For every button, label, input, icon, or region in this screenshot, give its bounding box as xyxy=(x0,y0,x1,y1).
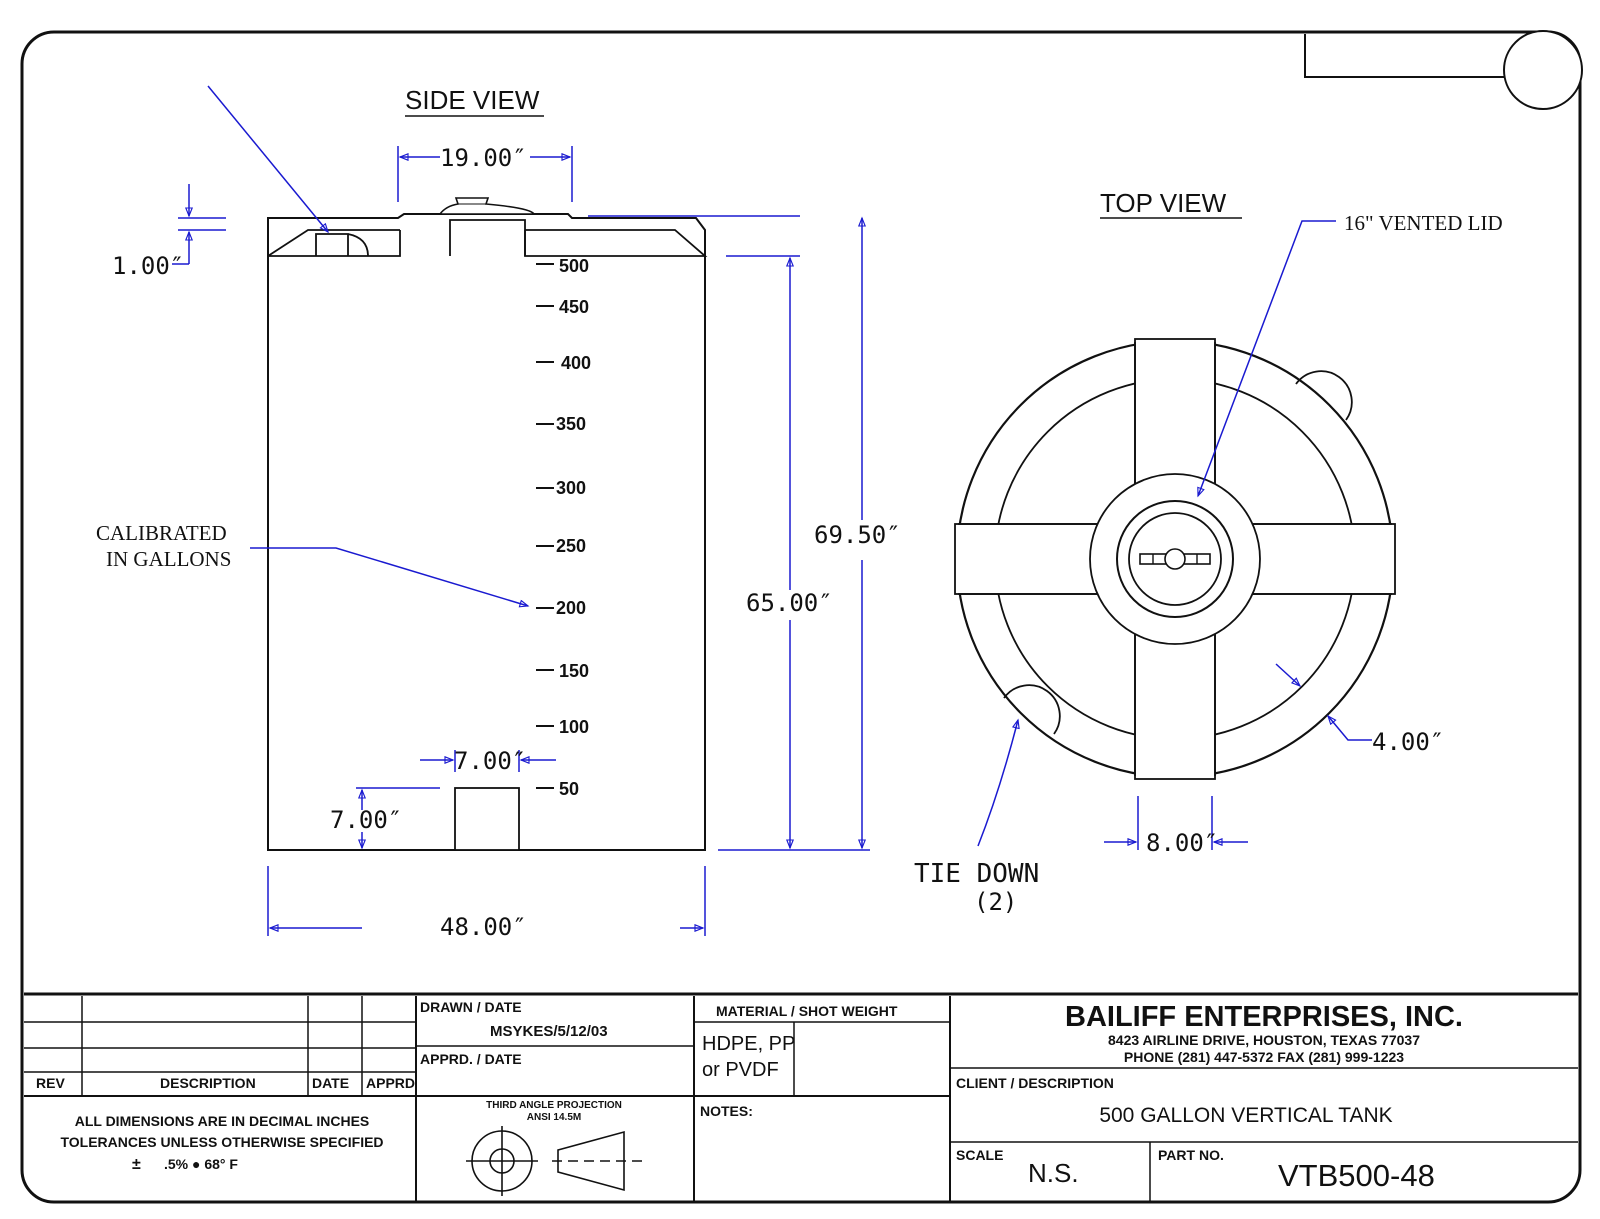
gallon-scale: 500 450 400 350 300 250 200 150 100 50 xyxy=(536,256,591,799)
dim-gauge-height: 65.00″ xyxy=(726,255,833,848)
calibration-leader xyxy=(250,547,528,606)
title-block-text: REV DESCRIPTION DATE APPRD DRAWN / DATE … xyxy=(36,999,1463,1193)
description-header: DESCRIPTION xyxy=(160,1075,256,1091)
drawing-frame xyxy=(20,30,1582,1204)
dim-gauge-height-label: 65.00″ xyxy=(746,589,833,617)
lid-leader xyxy=(207,85,328,232)
gallon-mark-150: 150 xyxy=(559,661,589,681)
dim-outlet-width-label: 7.00″ xyxy=(454,747,526,775)
dim-top-width: 19.00″ xyxy=(397,144,573,202)
scale-label: SCALE xyxy=(956,1147,1003,1163)
gallon-mark-450: 450 xyxy=(559,297,589,317)
dim-rim: 4.00″ xyxy=(1275,663,1444,756)
dim-lid-height: 1.00″ xyxy=(112,184,226,280)
projection-symbol-icon xyxy=(466,1126,642,1196)
company-phone: PHONE (281) 447-5372 FAX (281) 999-1223 xyxy=(1124,1049,1404,1065)
tie-down-leader xyxy=(977,720,1018,847)
top-view: TOP VIEW 16" VENTED LID 4.00″ xyxy=(914,188,1503,916)
vented-lid-label: 16" VENTED LID xyxy=(1344,211,1503,235)
dim-diameter: 48.00″ xyxy=(267,866,706,941)
dim-overall-height-label: 69.50″ xyxy=(814,521,901,549)
corner-circle xyxy=(1503,30,1583,110)
lid-vent-center xyxy=(1164,548,1186,570)
client-label: CLIENT / DESCRIPTION xyxy=(956,1075,1114,1091)
client-description: 500 GALLON VERTICAL TANK xyxy=(1099,1104,1392,1127)
outlet-fitting xyxy=(454,787,520,851)
gallon-mark-350: 350 xyxy=(556,414,586,434)
tie-down-pocket-upper-right xyxy=(1295,370,1353,421)
gallon-mark-100: 100 xyxy=(559,717,589,737)
tie-down-pocket-lower-left xyxy=(1003,684,1061,735)
gallon-mark-200: 200 xyxy=(556,598,586,618)
corner-tab xyxy=(1304,34,1510,78)
vented-lid-profile xyxy=(438,197,536,215)
apprd-date-label: APPRD. / DATE xyxy=(420,1051,522,1067)
gallon-mark-50: 50 xyxy=(559,779,579,799)
material-line2: or PVDF xyxy=(702,1059,779,1081)
calibration-note-line2: IN GALLONS xyxy=(106,547,231,571)
dim-outlet-height: 7.00″ xyxy=(330,787,440,848)
dim-outlet-height-label: 7.00″ xyxy=(330,806,402,834)
lid-neck xyxy=(449,219,526,256)
tie-down-label-line1: TIE DOWN xyxy=(914,859,1039,889)
top-view-title: TOP VIEW xyxy=(1100,188,1227,218)
part-no-value: VTB500-48 xyxy=(1278,1158,1435,1193)
title-block xyxy=(24,992,1578,1202)
vented-lid-leader xyxy=(1198,220,1336,496)
tie-down-pocket xyxy=(315,233,369,257)
dim-rim-label: 4.00″ xyxy=(1372,728,1444,756)
dim-tie-width-label: 8.00″ xyxy=(1146,829,1218,857)
calibration-note-line1: CALIBRATED xyxy=(96,521,227,545)
dim-overall-height: 69.50″ xyxy=(588,215,901,851)
tolerance-line1: ALL DIMENSIONS ARE IN DECIMAL INCHES xyxy=(75,1113,370,1129)
scale-value: N.S. xyxy=(1028,1158,1079,1188)
dim-outlet-width: 7.00″ xyxy=(420,747,556,775)
tolerance-line3: .5% ● 68° F xyxy=(164,1156,238,1172)
gallon-mark-500: 500 xyxy=(559,256,589,276)
lid-hub-inner xyxy=(1128,512,1222,606)
notes-label: NOTES: xyxy=(700,1103,753,1119)
material-line1: HDPE, PP xyxy=(702,1033,795,1055)
material-label: MATERIAL / SHOT WEIGHT xyxy=(716,1003,898,1019)
gallon-mark-250: 250 xyxy=(556,536,586,556)
rev-header: REV xyxy=(36,1075,65,1091)
plus-minus-icon: ± xyxy=(132,1156,141,1173)
gallon-mark-400: 400 xyxy=(561,353,591,373)
dim-lid-height-label: 1.00″ xyxy=(112,252,184,280)
part-no-label: PART NO. xyxy=(1158,1147,1224,1163)
date-header: DATE xyxy=(312,1075,349,1091)
lid-hub-ring xyxy=(1116,500,1234,618)
drawn-date-value: MSYKES/5/12/03 xyxy=(490,1023,608,1040)
tie-down-label-line2: (2) xyxy=(974,888,1017,916)
dim-top-width-label: 19.00″ xyxy=(440,144,527,172)
projection-line2: ANSI 14.5M xyxy=(527,1112,581,1123)
company-name: BAILIFF ENTERPRISES, INC. xyxy=(1065,1001,1463,1033)
dim-tie-width: 8.00″ xyxy=(1104,796,1248,857)
drawn-date-label: DRAWN / DATE xyxy=(420,999,522,1015)
tolerance-line2: TOLERANCES UNLESS OTHERWISE SPECIFIED xyxy=(60,1134,383,1150)
side-view-title: SIDE VIEW xyxy=(405,85,540,115)
dim-diameter-label: 48.00″ xyxy=(440,913,527,941)
gallon-mark-300: 300 xyxy=(556,478,586,498)
apprd-header: APPRD xyxy=(366,1075,415,1091)
projection-line1: THIRD ANGLE PROJECTION xyxy=(486,1100,622,1111)
side-view: SIDE VIEW 500 450 400 350 300 250 xyxy=(96,85,901,941)
company-address: 8423 AIRLINE DRIVE, HOUSTON, TEXAS 77037 xyxy=(1108,1032,1420,1048)
